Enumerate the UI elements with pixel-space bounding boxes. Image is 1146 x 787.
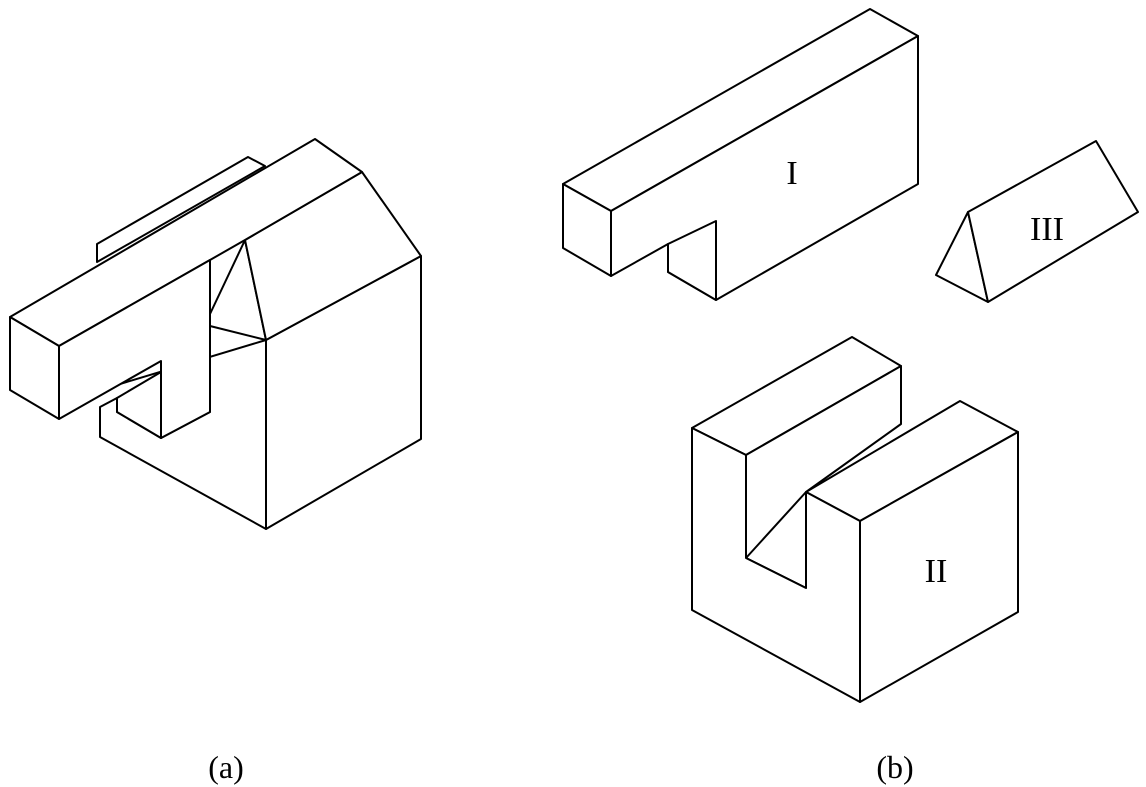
part-2-label: II — [925, 553, 948, 590]
part-2: II — [691, 336, 1019, 703]
part-2-front-face — [691, 427, 861, 703]
beam-front-face — [58, 259, 211, 439]
part-3-slope-face — [967, 140, 1139, 303]
part-3-label: III — [1030, 211, 1064, 248]
assembled-object — [9, 138, 422, 530]
caption-a: (a) — [208, 749, 244, 785]
part-3: III — [935, 140, 1139, 303]
part-2-right-face — [859, 431, 1019, 703]
part-1-label: I — [786, 155, 797, 192]
part-1-notch-face — [667, 220, 717, 301]
caption-b: (b) — [876, 749, 913, 785]
part-1: I — [562, 8, 919, 301]
back-plate-face — [96, 156, 266, 263]
